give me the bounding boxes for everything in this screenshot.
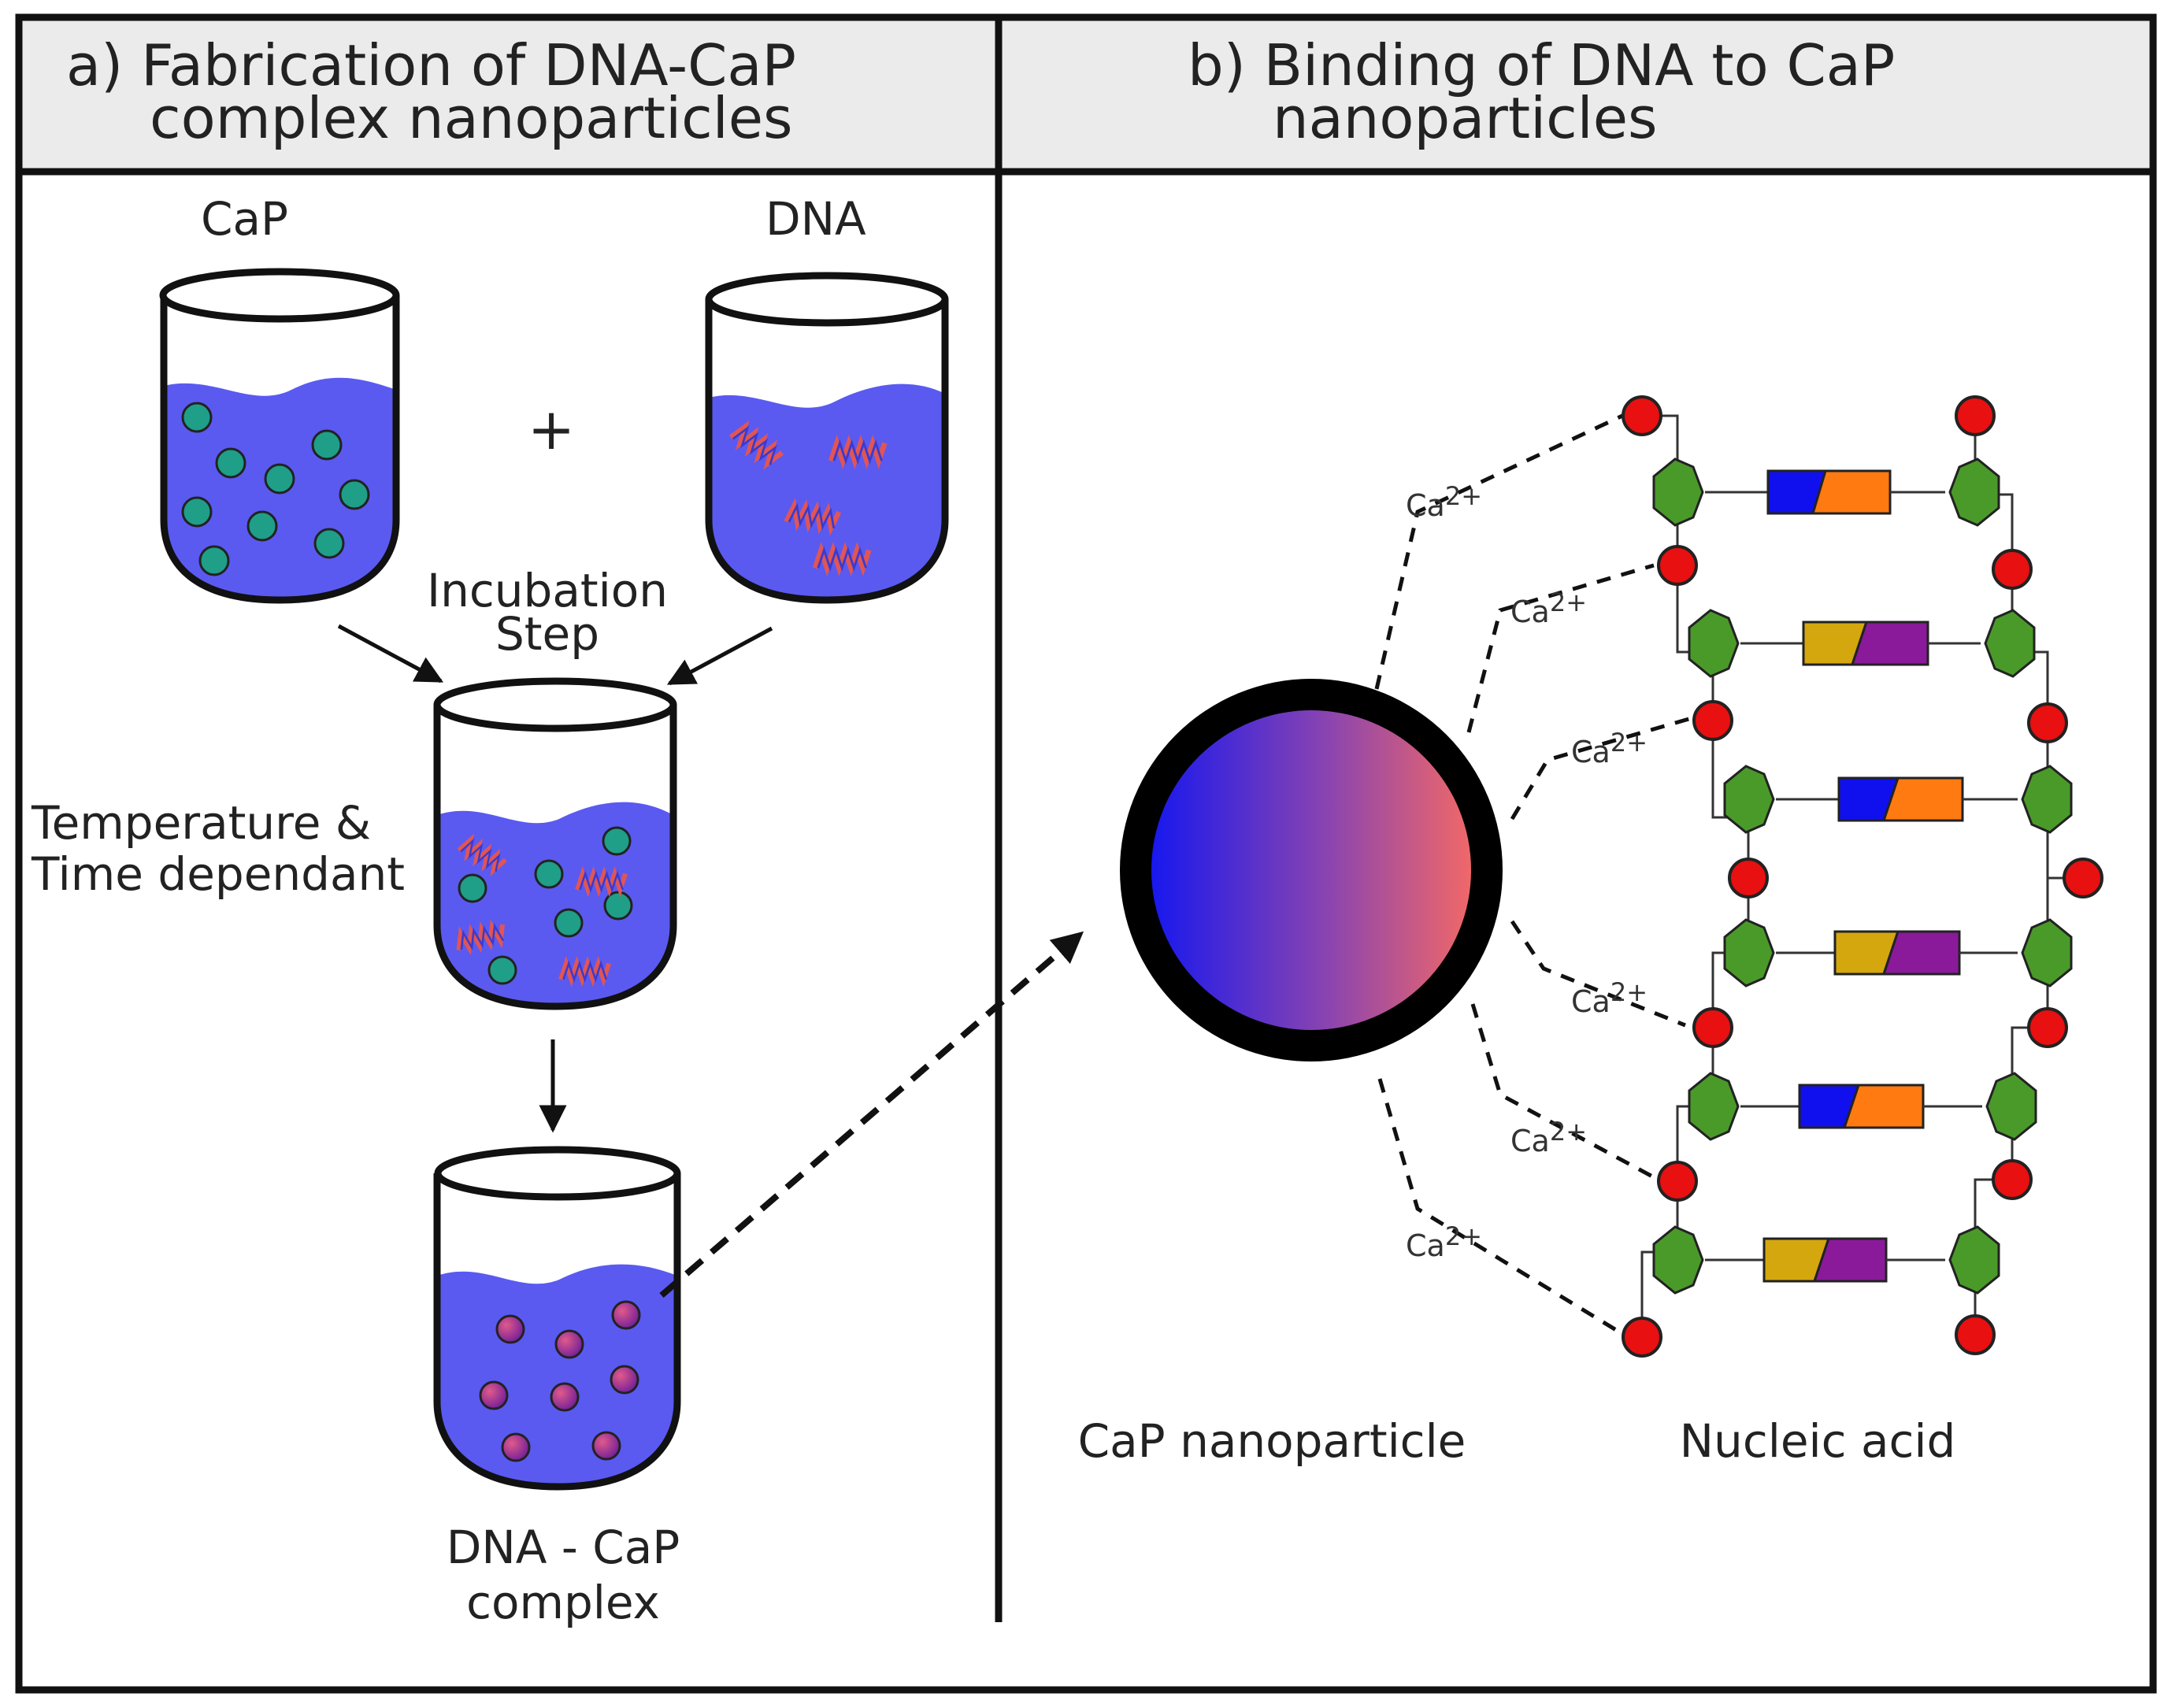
- ca-ion-label: Ca2+: [1510, 587, 1587, 629]
- base-pair-row: [1652, 1225, 2000, 1295]
- beaker-mix: [433, 677, 677, 1010]
- product-label-line2: complex: [466, 1576, 660, 1629]
- condition-label-line2: Time dependant: [31, 847, 405, 901]
- beaker-product: [433, 1146, 681, 1491]
- ca-ion-labels: Ca2+ Ca2+ Ca2+ Ca2+ Ca2+ Ca2+: [1406, 481, 1648, 1263]
- ca-bridges: [1374, 413, 1698, 1337]
- nucleic-acid-label: Nucleic acid: [1680, 1414, 1956, 1468]
- outer-border: [15, 13, 2157, 1694]
- base-pair-row: [1688, 1072, 2037, 1141]
- base-pair-row: [1723, 918, 2073, 987]
- mix-particles: [458, 826, 633, 985]
- product-label-line1: DNA - CaP: [447, 1521, 680, 1574]
- beaker-cap: [159, 268, 400, 604]
- arrow-dna-to-mix: [666, 626, 773, 686]
- condition-label-line1: Temperature &: [31, 796, 371, 850]
- arrow-product-to-nanoparticle: [659, 931, 1084, 1299]
- figure-frame: [15, 13, 2157, 1694]
- beaker-cap-label: CaP: [201, 192, 288, 246]
- beaker-dna: [705, 272, 949, 604]
- cap-nanoparticle: [1120, 679, 1503, 1061]
- complex-particles: [479, 1300, 641, 1462]
- base-pair-row: [1723, 765, 2073, 834]
- incubation-label-line1: Incubation: [427, 564, 668, 617]
- arrow-cap-to-mix: [337, 624, 444, 684]
- ca-ion-label: Ca2+: [1510, 1117, 1587, 1158]
- incubation-label-line2: Step: [495, 607, 599, 661]
- cap-particles: [181, 402, 370, 576]
- base-pair-row: [1688, 609, 2036, 678]
- ca-ion-label: Ca2+: [1406, 1221, 1482, 1263]
- ca-ion-label: Ca2+: [1571, 977, 1648, 1019]
- nucleic-acid-ladder: [1622, 395, 2103, 1358]
- nanoparticle-label: CaP nanoparticle: [1078, 1414, 1466, 1468]
- phosphate-groups: [1622, 395, 2103, 1358]
- plus-sign: +: [528, 396, 575, 462]
- header-band-a: [19, 17, 999, 172]
- ca-ion-label: Ca2+: [1406, 481, 1482, 523]
- panel-a-title-line2: complex nanoparticles: [150, 85, 793, 151]
- panel-a-title-line1: a) Fabrication of DNA-CaP: [66, 32, 796, 98]
- base-pair-row: [1652, 458, 2000, 527]
- ca-ion-label: Ca2+: [1571, 728, 1648, 769]
- header-band-b: [999, 17, 2153, 172]
- panel-b-title-line1: b) Binding of DNA to CaP: [1188, 32, 1895, 98]
- beaker-dna-label: DNA: [765, 192, 866, 246]
- panel-b-title-line2: nanoparticles: [1273, 85, 1658, 151]
